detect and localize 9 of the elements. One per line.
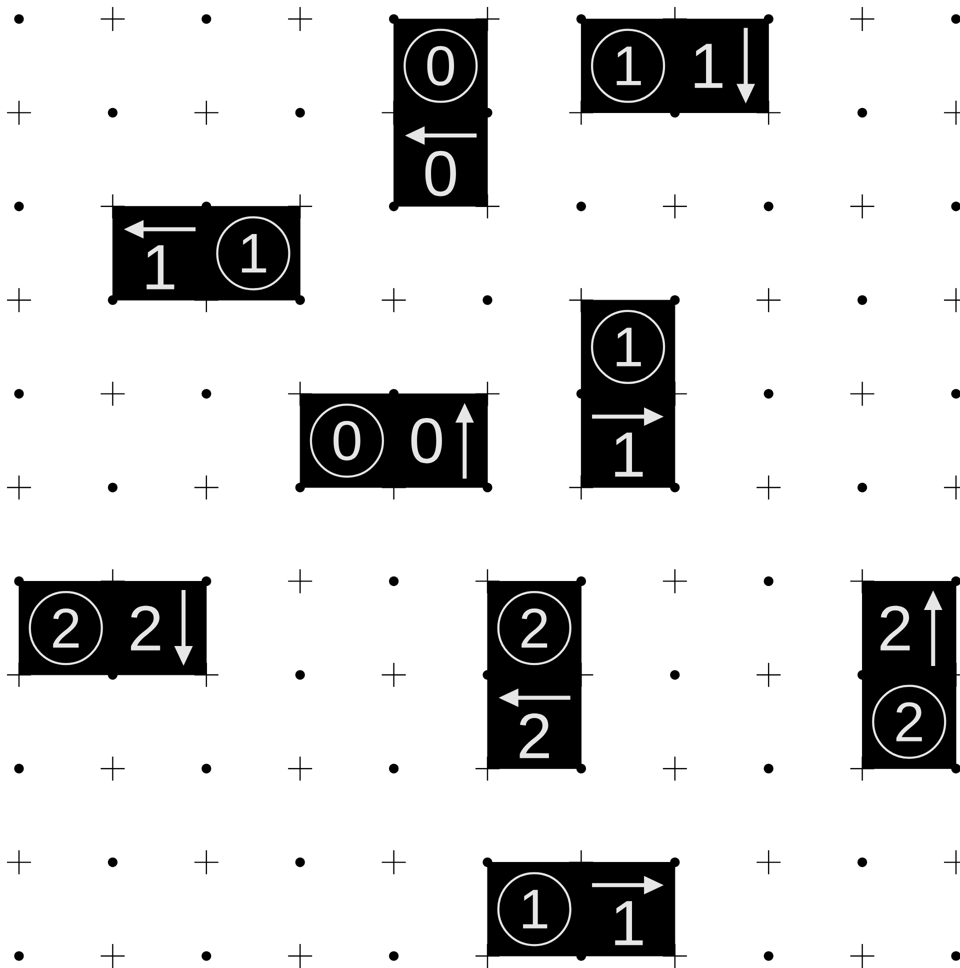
domino-tile: 1 1 xyxy=(112,206,300,300)
domino-tile: 0 0 xyxy=(300,394,488,488)
domino-tile: 2 2 xyxy=(862,580,956,769)
domino-tile: 1 1 xyxy=(487,862,676,956)
domino-tile: 1 1 xyxy=(580,300,676,488)
domino-tile: 0 0 xyxy=(394,18,488,207)
domino-tile: 1 1 xyxy=(580,18,769,113)
domino-tile: 2 2 xyxy=(487,580,582,769)
domino-tile: 2 2 xyxy=(18,580,207,676)
